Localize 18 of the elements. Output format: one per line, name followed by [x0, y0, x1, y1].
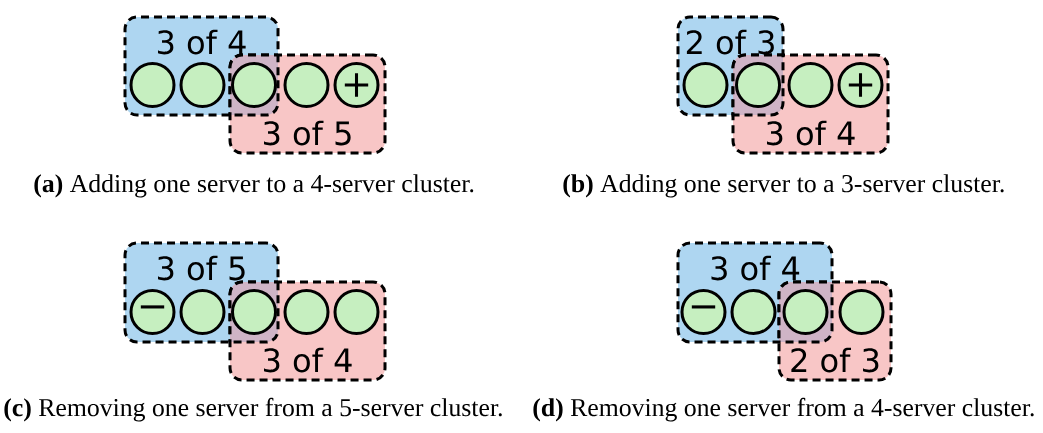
- server-circle: [179, 62, 226, 108]
- caption: (d) Removing one server from a 4-server cluster.: [533, 397, 1034, 422]
- caption: (b) Adding one server to a 3-server cluster.: [563, 174, 1004, 198]
- server-circle: [129, 62, 176, 108]
- caption: (a) Adding one server to a 4-server cluster.: [34, 174, 474, 198]
- server-circle: [787, 62, 834, 108]
- server-circle: [231, 62, 277, 108]
- server-circle: [283, 289, 330, 335]
- server-circle: [333, 289, 380, 335]
- server-circle: [838, 289, 885, 335]
- server-circle: [682, 62, 729, 108]
- caption: (c) Removing one server from a 5-server cluster.: [4, 397, 502, 422]
- server-circle: [231, 289, 277, 335]
- server-circle: [179, 289, 226, 335]
- server-circle: [782, 289, 829, 335]
- server-circle: [283, 62, 330, 108]
- server-circle: [730, 289, 777, 335]
- server-circle: [735, 62, 781, 108]
